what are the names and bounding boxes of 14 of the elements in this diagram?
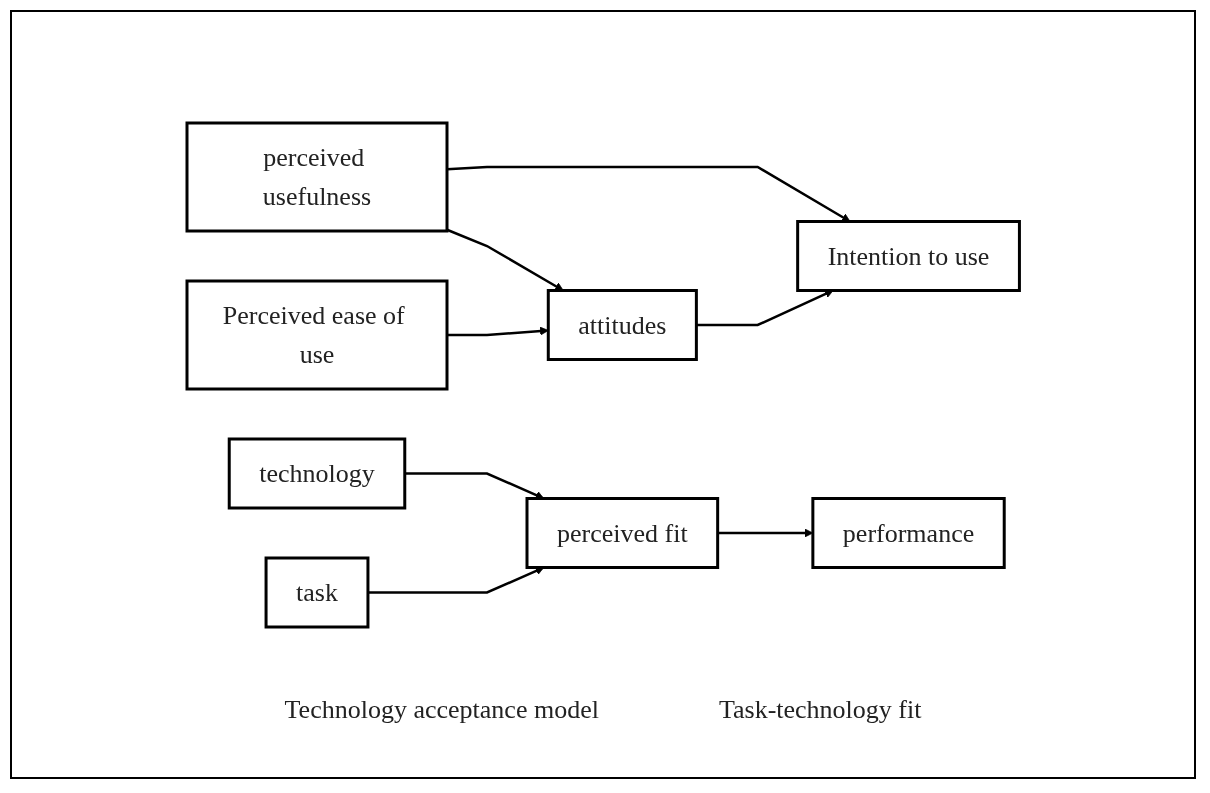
- arrow: [446, 165, 851, 222]
- diagram-caption: Task-technology fit: [718, 694, 922, 725]
- arrow: [404, 471, 545, 499]
- arrow: [446, 326, 549, 336]
- node-box: Perceived ease of use: [185, 279, 449, 390]
- node-box: perceived usefulness: [185, 121, 449, 232]
- arrow: [446, 228, 564, 291]
- node-box: attitudes: [546, 288, 698, 361]
- diagram-caption: Technology acceptance model: [284, 694, 599, 725]
- node-box: perceived fit: [525, 496, 719, 569]
- node-box: performance: [811, 496, 1006, 569]
- node-box: technology: [227, 437, 407, 509]
- node-box: Intention to use: [795, 219, 1021, 292]
- node-box: task: [264, 556, 370, 628]
